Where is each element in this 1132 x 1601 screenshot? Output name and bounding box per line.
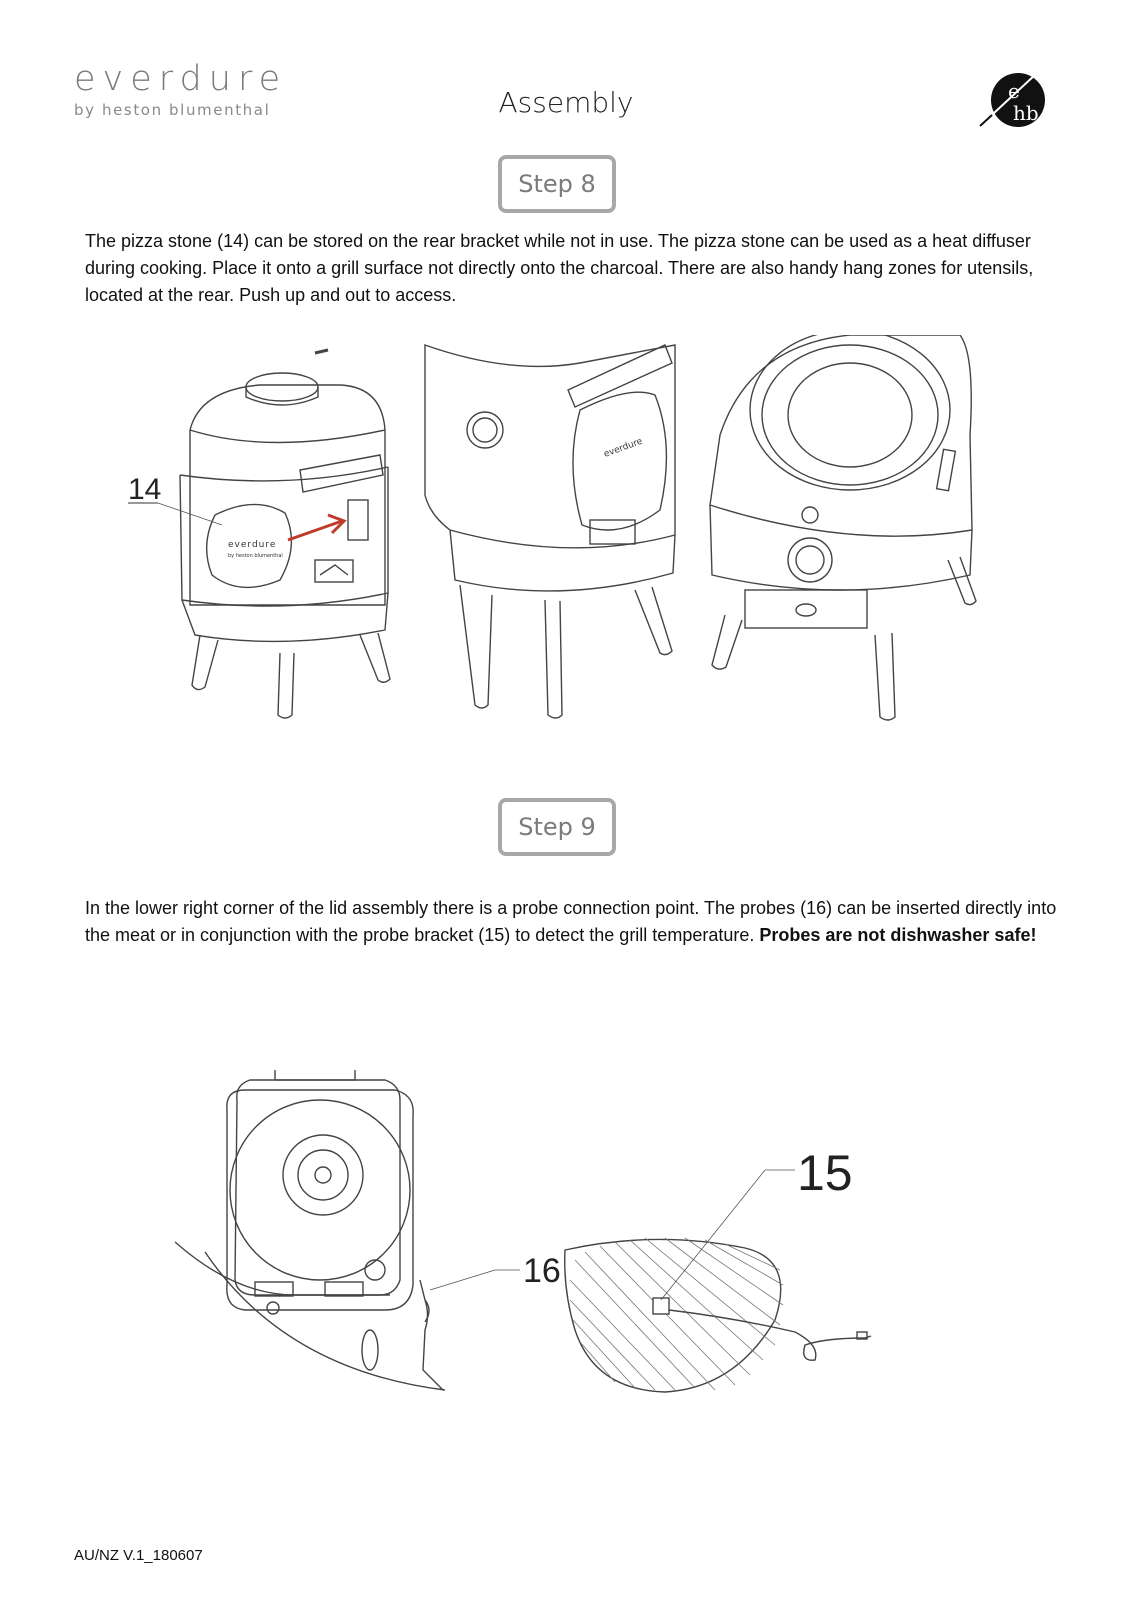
pizza-stone-sub: by heston blumenthal <box>228 553 283 559</box>
step-8-instructions: The pizza stone (14) can be stored on th… <box>85 231 1034 305</box>
step-8-illustration: everdure by heston blumenthal 14 everdur… <box>120 329 1020 750</box>
brand-subtitle: by heston blumenthal <box>74 101 271 119</box>
pizza-stone-brand: everdure <box>228 540 276 550</box>
callout-15: 15 <box>797 1145 853 1201</box>
svg-text:hb: hb <box>1013 101 1039 125</box>
step-9-badge: Step 9 <box>498 798 616 856</box>
version-footer: AU/NZ V.1_180607 <box>74 1547 203 1564</box>
lid-assembly-figure: 16 <box>174 1061 561 1391</box>
probe-cable <box>668 1309 872 1361</box>
step-8-badge: Step 8 <box>498 155 616 213</box>
grill-front-view-figure <box>709 329 977 721</box>
page-title: Assembly <box>498 86 634 119</box>
svg-text:e: e <box>1008 79 1020 103</box>
step-9-instructions: In the lower right corner of the lid ass… <box>85 895 1060 949</box>
step-9-warning: Probes are not dishwasher safe! <box>759 925 1037 945</box>
grill-grate-figure: 15 <box>564 1145 872 1393</box>
brand-name: everdure <box>74 59 288 99</box>
eb-monogram-icon: e hb <box>978 70 1048 135</box>
callout-14: 14 <box>128 473 161 506</box>
brand-logo: everdure by heston blumenthal <box>74 59 288 120</box>
direction-arrow <box>287 519 343 542</box>
probe <box>419 1279 444 1391</box>
grill-side-view-figure: everdure <box>424 344 676 719</box>
step-9-text: In the lower right corner of the lid ass… <box>85 898 1057 945</box>
grill-rear-view-figure: everdure by heston blumenthal 14 <box>128 348 391 719</box>
step-9-illustration: 16 <box>174 1061 895 1440</box>
pizza-stone <box>206 503 293 589</box>
callout-16: 16 <box>523 1252 561 1290</box>
